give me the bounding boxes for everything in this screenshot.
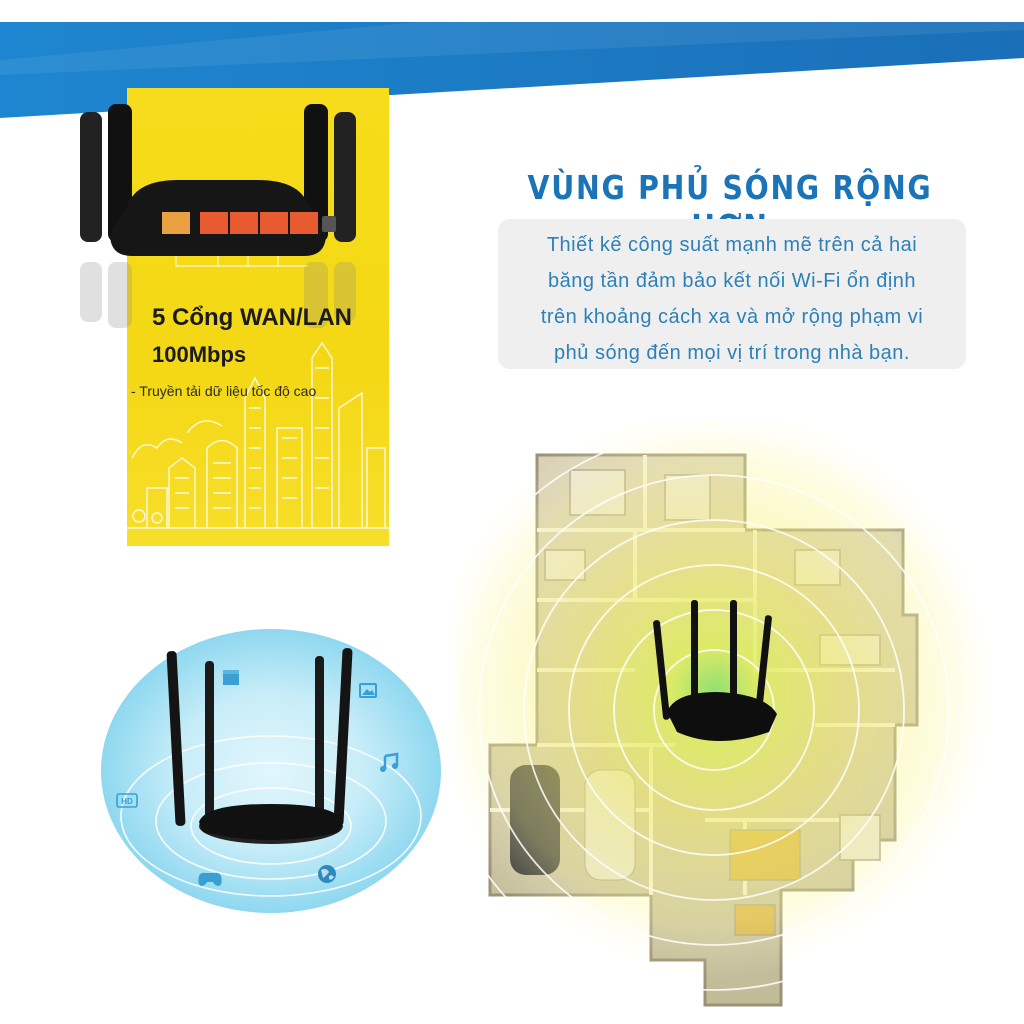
router-media-circle: HD [101, 629, 441, 913]
description-line: Thiết kế công suất mạnh mẽ trên cả hai [546, 234, 918, 256]
floorplan-wifi-coverage [455, 420, 1004, 1007]
description-line: băng tần đảm bảo kết nối Wi-Fi ổn định [547, 270, 917, 292]
music-icon [380, 752, 399, 772]
globe-icon [318, 865, 336, 883]
city-skyline-illustration [127, 341, 389, 529]
description-line: phủ sóng đến mọi vị trí trong nhà bạn. [554, 342, 910, 364]
router-rear-ports-image [80, 104, 356, 267]
router-image [166, 648, 353, 844]
lan-port-icon [200, 212, 318, 234]
description-box [498, 219, 966, 369]
gamepad-icon [198, 872, 222, 886]
hd-badge-label: HD [121, 797, 133, 806]
router-reflection [80, 262, 356, 328]
image-icon [359, 683, 377, 698]
wan-port-icon [162, 212, 190, 234]
film-icon [223, 670, 239, 685]
ports-feature-speed: 100Mbps [152, 342, 247, 367]
coverage-description: Thiết kế công suất mạnh mẽ trên cả hai b… [498, 227, 966, 371]
description-line: trên khoảng cách xa và mở rộng phạm vi [540, 306, 924, 328]
ports-feature-subtitle: - Truyền tải dữ liệu tốc độ cao [131, 383, 317, 399]
ports-feature-title: 5 Cổng WAN/LAN [152, 304, 352, 331]
router-on-floorplan [653, 600, 777, 741]
hd-icon: HD [116, 793, 138, 808]
